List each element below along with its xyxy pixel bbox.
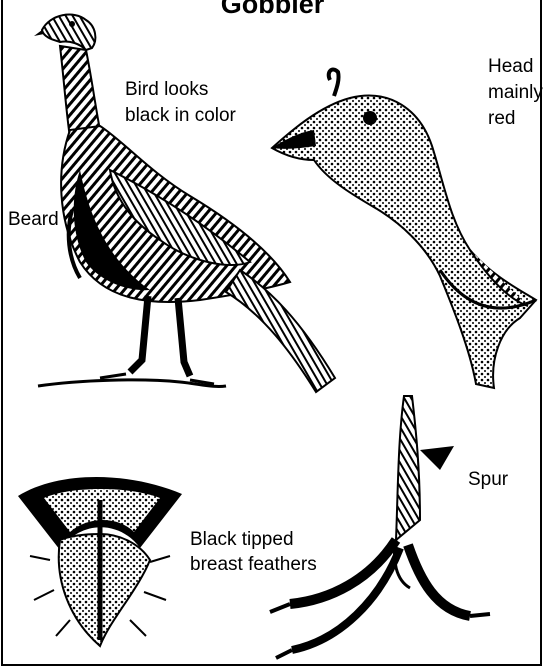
- label-head-line3: red: [488, 107, 515, 131]
- label-head-line2: mainly: [488, 81, 543, 105]
- label-bird-color-line2: black in color: [125, 104, 236, 128]
- label-spur: Spur: [468, 468, 508, 492]
- label-head-line1: Head: [488, 55, 533, 79]
- turkey-full-body: [34, 15, 335, 392]
- label-breast-line2: breast feathers: [190, 553, 317, 577]
- label-bird-color-line1: Bird looks: [125, 78, 208, 102]
- turkey-foot-icon: [270, 396, 490, 658]
- label-breast-line1: Black tipped: [190, 528, 294, 552]
- label-beard: Beard: [8, 208, 59, 232]
- breast-feather-icon: [18, 477, 182, 646]
